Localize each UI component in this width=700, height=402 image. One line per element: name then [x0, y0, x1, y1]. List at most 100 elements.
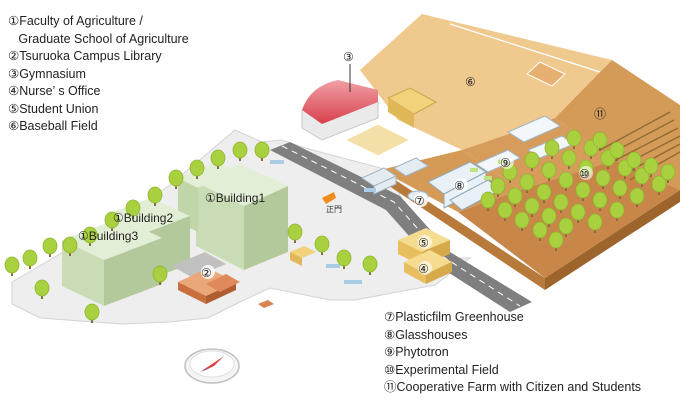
tree	[42, 237, 58, 255]
tree	[514, 211, 530, 229]
tree-trunk	[526, 188, 528, 193]
parking-area	[270, 160, 376, 284]
tree-trunk	[531, 212, 533, 217]
tree-trunk	[577, 218, 579, 223]
tree	[524, 151, 540, 169]
tree-trunk	[89, 241, 91, 246]
tree	[168, 169, 184, 187]
tree	[210, 149, 226, 167]
legend-item: ④Nurse’ s Office	[8, 84, 101, 98]
marker-glasshouses: ⑧	[454, 179, 465, 193]
tennis-court	[343, 123, 412, 157]
tree	[609, 201, 625, 219]
tree-trunk	[91, 318, 93, 323]
tree-trunk	[531, 166, 533, 171]
legend-item: Graduate School of Agriculture	[8, 31, 189, 46]
marker-experimental-field: ⑩	[579, 167, 590, 181]
bus-stop-side	[290, 252, 302, 266]
tree	[84, 303, 100, 321]
tree-trunk	[599, 146, 601, 151]
tree	[541, 161, 557, 179]
tree	[362, 255, 378, 273]
storage-shed	[258, 300, 274, 308]
marker-student-union: ⑤	[418, 236, 429, 250]
tree	[558, 171, 574, 189]
tree	[152, 265, 168, 283]
tree	[507, 187, 523, 205]
tree	[336, 249, 352, 267]
tree	[643, 157, 659, 175]
tree-trunk	[29, 264, 31, 269]
tree	[634, 167, 650, 185]
bus-stop	[290, 246, 316, 258]
tree-trunk	[619, 194, 621, 199]
tree	[541, 207, 557, 225]
legend-item: ⑩Experimental Field	[384, 362, 499, 377]
legend-item: ⑦Plasticfilm Greenhouse	[384, 310, 524, 324]
building-2-label: ①Building2	[113, 211, 173, 225]
legend-top: ①Faculty of Agriculture / Graduate Schoo…	[8, 13, 189, 136]
tree	[82, 226, 98, 244]
tree	[4, 256, 20, 274]
tree-trunk	[599, 206, 601, 211]
tree-trunk	[560, 208, 562, 213]
tree-trunk	[521, 226, 523, 231]
tree-trunk	[514, 202, 516, 207]
tree	[22, 249, 38, 267]
tree-trunk	[509, 178, 511, 183]
main-gate-label: 正門	[326, 205, 342, 214]
tree-trunk	[159, 280, 161, 285]
tree	[480, 191, 496, 209]
tree	[544, 139, 560, 157]
tree-trunk	[217, 164, 219, 169]
tree-trunk	[497, 192, 499, 197]
legend-item: ③Gymnasium	[8, 66, 86, 81]
tree-trunk	[590, 154, 592, 159]
farm-side-right	[545, 190, 680, 290]
tree-trunk	[487, 206, 489, 211]
tree	[104, 211, 120, 229]
tree	[553, 193, 569, 211]
tree-trunk	[369, 270, 371, 275]
tree-trunk	[111, 226, 113, 231]
tree-trunk	[504, 216, 506, 221]
tree-trunk	[624, 174, 626, 179]
tree	[609, 141, 625, 159]
tree	[125, 199, 141, 217]
tree-trunk	[543, 198, 545, 203]
tree-trunk	[11, 271, 13, 276]
building-1-label: ①Building1	[205, 191, 265, 205]
marker-nurses-office: ④	[418, 262, 429, 276]
tree	[189, 159, 205, 177]
tree	[612, 179, 628, 197]
tree	[490, 177, 506, 195]
tree-trunk	[539, 236, 541, 241]
tree-trunk	[650, 172, 652, 177]
main-gate-marker: 正門	[322, 192, 342, 214]
tree	[660, 163, 676, 181]
tree-trunk	[154, 201, 156, 206]
campus-library	[172, 252, 240, 304]
tree-trunk	[548, 222, 550, 227]
tree	[558, 217, 574, 235]
marker-library: ②	[201, 266, 212, 280]
legend-bottom: ⑦Plasticfilm Greenhouse ⑧Glasshouses ⑨Ph…	[384, 309, 641, 397]
tree-trunk	[548, 176, 550, 181]
tree-trunk	[594, 228, 596, 233]
tree-trunk	[551, 154, 553, 159]
tree-trunk	[239, 156, 241, 161]
marker-phytotron: ⑨	[500, 156, 511, 170]
tree-group	[4, 129, 676, 323]
tree	[254, 141, 270, 159]
building-3-label: ①Building3	[78, 229, 138, 243]
legend-item: ⑪Cooperative Farm with Citizen and Stude…	[384, 380, 642, 394]
tree-trunk	[565, 186, 567, 191]
tree	[570, 203, 586, 221]
tree	[524, 197, 540, 215]
tree	[587, 213, 603, 231]
tree-trunk	[294, 238, 296, 243]
tree	[651, 175, 667, 193]
marker-gymnasium: ③	[343, 50, 354, 64]
tree	[532, 221, 548, 239]
